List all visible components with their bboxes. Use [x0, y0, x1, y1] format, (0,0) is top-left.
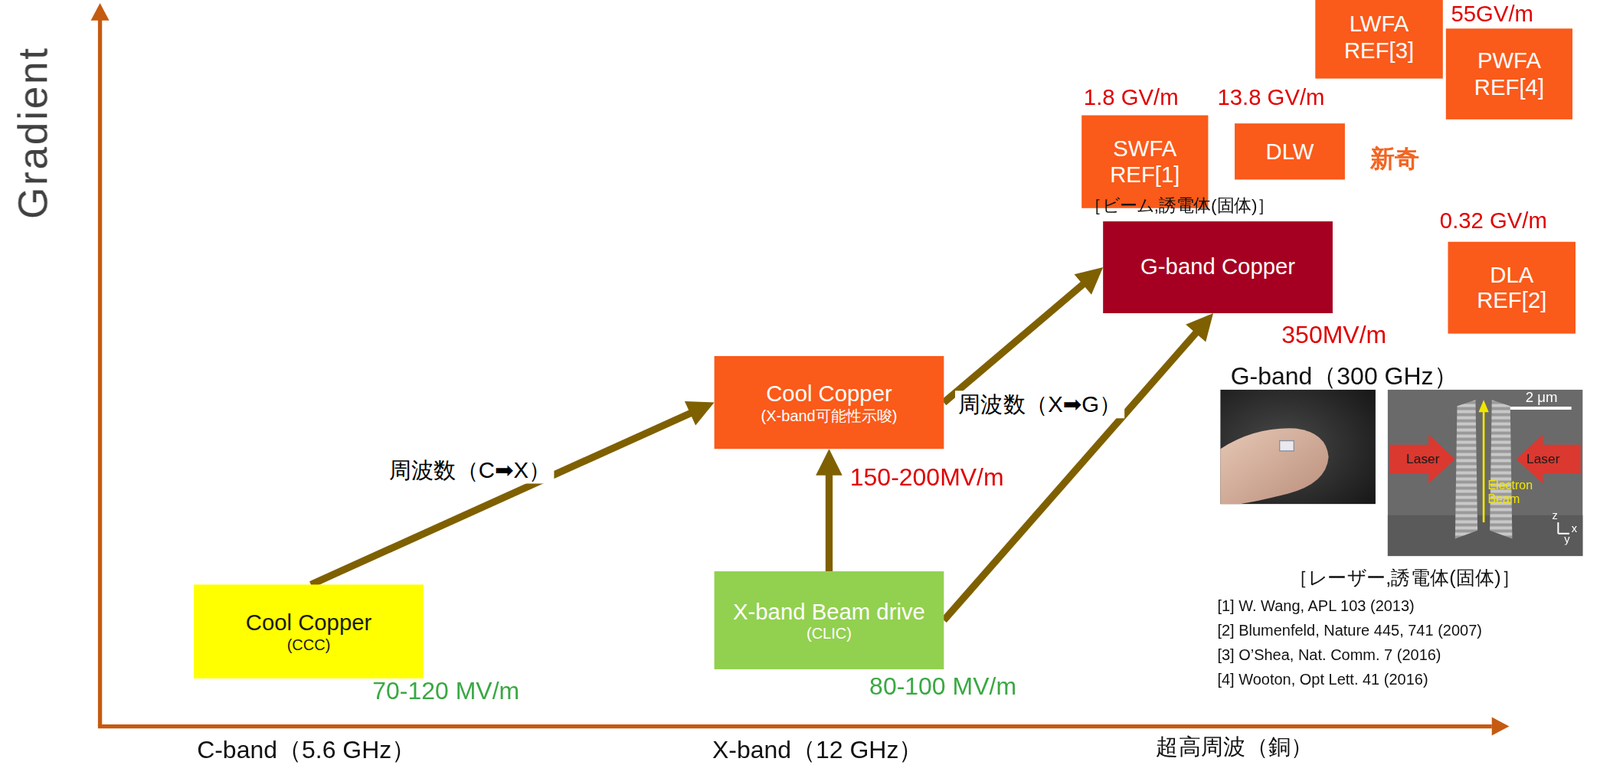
- node-subtitle: (CCC): [287, 635, 331, 654]
- node-title: SWFA: [1112, 135, 1177, 162]
- edge-label: 周波数（X➡G）: [955, 390, 1125, 419]
- axis-letter: y: [1564, 532, 1570, 545]
- method-box: SWFAREF[1]: [1081, 115, 1208, 209]
- gradient-value: 55GV/m: [1450, 2, 1534, 27]
- node-subtitle: (CLIC): [806, 624, 852, 642]
- process-box: Cool Copper(CCC): [193, 584, 424, 679]
- finger-photo: [1220, 389, 1376, 504]
- photo-label: Laser: [1406, 451, 1440, 467]
- arrow-connector: [943, 267, 1103, 403]
- node-title: Cool Copper: [765, 380, 893, 407]
- axis-title: Gradient: [9, 45, 56, 220]
- photo-label: Laser: [1526, 451, 1560, 467]
- reference: [2] Blumenfeld, Nature 445, 741 (2007): [1217, 622, 1483, 640]
- edge-label: 周波数（C➡X）: [386, 456, 555, 485]
- method-box: PWFAREF[4]: [1446, 28, 1573, 120]
- node-subtitle: REF[1]: [1109, 161, 1180, 188]
- axis-letter: z: [1551, 509, 1558, 522]
- process-box: G-band Copper: [1102, 221, 1333, 314]
- node-title: PWFA: [1477, 48, 1542, 75]
- node-title: LWFA: [1349, 11, 1410, 38]
- reference: [4] Wooton, Opt Lett. 41 (2016): [1217, 671, 1428, 689]
- process-box: X-band Beam drive(CLIC): [714, 571, 945, 670]
- node-subtitle: REF[3]: [1344, 37, 1414, 64]
- reference: [3] O’Shea, Nat. Comm. 7 (2016): [1217, 647, 1441, 665]
- gradient-value: 150-200MV/m: [850, 464, 1005, 491]
- axis-tick-label: X-band（12 GHz）: [712, 736, 923, 764]
- node-title: Cool Copper: [245, 609, 373, 636]
- process-box: Cool Copper(X-band可能性示唆): [714, 356, 945, 449]
- reference: [1] W. Wang, APL 103 (2013): [1217, 598, 1414, 616]
- arrow-connector: [815, 448, 843, 572]
- gradient-value: 80-100 MV/m: [869, 673, 1017, 701]
- method-box: DLW: [1234, 123, 1345, 180]
- axis-letter: x: [1571, 522, 1578, 535]
- sem-photo: [1387, 389, 1583, 557]
- photo-label: Electron Beam: [1487, 479, 1547, 506]
- x-axis: [98, 717, 1510, 737]
- method-box: LWFAREF[3]: [1315, 0, 1443, 79]
- scale-label: 2 μm: [1525, 389, 1558, 406]
- axis-tick-label: 超高周波（銅）: [1155, 734, 1313, 760]
- axis-tick-label: C-band（5.6 GHz）: [196, 736, 416, 764]
- gradient-value: 1.8 GV/m: [1083, 85, 1179, 111]
- gradient-value: 350MV/m: [1281, 321, 1387, 349]
- arrow-connector: [310, 401, 715, 585]
- node-title: DLA: [1489, 261, 1534, 288]
- gradient-value: 0.32 GV/m: [1439, 209, 1548, 234]
- note-text: ［レーザー,誘電体(固体)］: [1289, 568, 1521, 590]
- y-axis: [91, 3, 110, 727]
- gradient-value: 70-120 MV/m: [372, 677, 520, 705]
- node-title: G-band Copper: [1140, 254, 1296, 281]
- method-box: DLAREF[2]: [1447, 242, 1576, 334]
- band-label: G-band（300 GHz）: [1230, 363, 1459, 390]
- gradient-value: 13.8 GV/m: [1217, 85, 1325, 111]
- node-subtitle: REF[2]: [1476, 287, 1547, 315]
- node-subtitle: (X-band可能性示唆): [761, 406, 898, 425]
- node-title: X-band Beam drive: [732, 598, 926, 625]
- note-text: 新奇: [1370, 146, 1420, 174]
- node-title: DLW: [1265, 138, 1314, 165]
- node-subtitle: REF[4]: [1474, 74, 1545, 101]
- note-text: ［ビーム,誘電体(固体)］: [1084, 196, 1275, 216]
